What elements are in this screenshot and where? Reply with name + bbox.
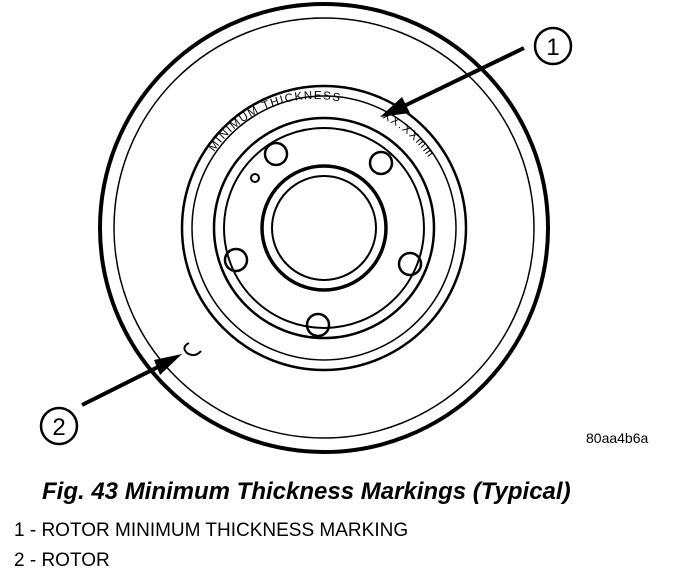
callout-1-badge: 1 [533,26,573,66]
rotor-marking-glyph [183,342,202,357]
lug-hole [223,247,249,273]
figure-reference-code: 80aa4b6a [586,430,649,446]
hat-ring-3 [212,116,436,340]
lug-hole [305,312,331,338]
hat-ring-4 [223,127,425,329]
hat-ring-2 [191,95,457,361]
figure-caption: Fig. 43 Minimum Thickness Markings (Typi… [42,478,571,505]
lug-hole [397,251,423,277]
svg-text:2: 2 [52,414,65,441]
svg-text:1: 1 [546,34,559,61]
callout-1-arrow [380,46,525,117]
hat-ring-1 [180,84,468,372]
locator-hole [250,173,260,183]
legend-item-1: 1 - ROTOR MINIMUM THICKNESS MARKING [14,520,409,541]
rotor-outer-inner-line [113,17,535,439]
rotor-outer-edge [98,2,550,454]
lug-hole [263,141,289,167]
legend-item-2: 2 - ROTOR [14,550,110,571]
hub-bore-outer [260,164,388,292]
callout-2-badge: 2 [39,406,79,446]
hub-bore-inner [271,175,377,281]
callout-2-arrow [81,354,182,407]
lug-hole [368,150,394,176]
rotor-diagram: MINIMUM THICKNESS XX.XXmm 1 2 [39,2,573,454]
